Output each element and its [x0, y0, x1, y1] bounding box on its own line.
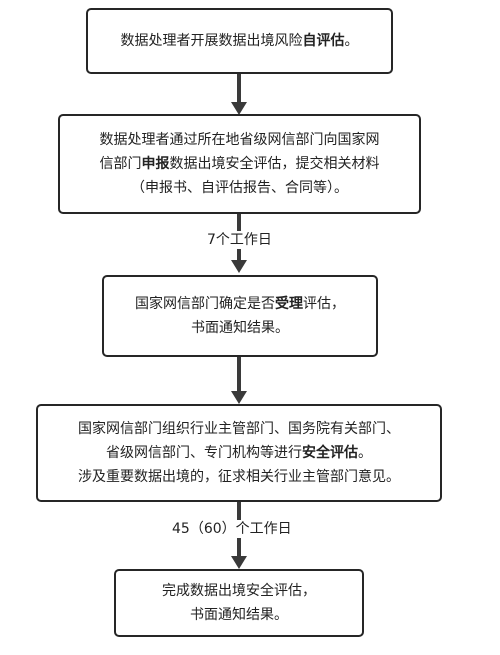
step-1-punct: 。 [344, 33, 359, 49]
step-4-line-2a: 省级网信部门、专门机构等进行 [106, 445, 302, 461]
step-2-keyword: 申报 [141, 156, 170, 172]
step-4-keyword: 安全评估 [302, 445, 358, 461]
edge-label-45-60-days: 45（60）个工作日 [170, 520, 294, 538]
connector-1 [237, 74, 241, 104]
connector-3 [237, 357, 241, 393]
step-5-completion: 完成数据出境安全评估， 书面通知结果。 [114, 569, 364, 637]
step-2-line-2b: 数据出境安全评估，提交相关材料 [169, 156, 380, 172]
step-3-line-2: 书面通知结果。 [191, 320, 289, 336]
step-3-keyword: 受理 [275, 296, 303, 312]
step-2-declaration: 数据处理者通过所在地省级网信部门向国家网 信部门申报数据出境安全评估，提交相关材… [58, 114, 421, 214]
arrowhead-1 [231, 102, 247, 115]
step-3-line-1b: 评估， [303, 296, 345, 312]
step-2-line-3: （申报书、自评估报告、合同等）。 [131, 180, 348, 196]
step-5-line-2: 书面通知结果。 [190, 607, 288, 623]
step-2-line-1: 数据处理者通过所在地省级网信部门向国家网 [99, 132, 380, 148]
step-4-line-1: 国家网信部门组织行业主管部门、国务院有关部门、 [78, 421, 400, 437]
step-5-line-1: 完成数据出境安全评估， [162, 583, 316, 599]
step-4-line-2b: 。 [358, 445, 372, 461]
edge-label-7-days: 7个工作日 [205, 231, 274, 249]
step-1-keyword: 自评估 [302, 33, 345, 49]
step-4-security-assessment: 国家网信部门组织行业主管部门、国务院有关部门、 省级网信部门、专门机构等进行安全… [36, 404, 442, 502]
step-1-self-assessment: 数据处理者开展数据出境风险自评估。 [86, 8, 393, 74]
arrowhead-2 [231, 260, 247, 273]
step-3-line-1a: 国家网信部门确定是否 [135, 296, 275, 312]
step-4-line-3: 涉及重要数据出境的，征求相关行业主管部门意见。 [78, 469, 400, 485]
arrowhead-3 [231, 391, 247, 404]
step-2-line-2a: 信部门 [99, 156, 142, 172]
step-3-acceptance: 国家网信部门确定是否受理评估， 书面通知结果。 [102, 275, 378, 357]
arrowhead-4 [231, 556, 247, 569]
step-1-text: 数据处理者开展数据出境风险 [120, 33, 303, 49]
